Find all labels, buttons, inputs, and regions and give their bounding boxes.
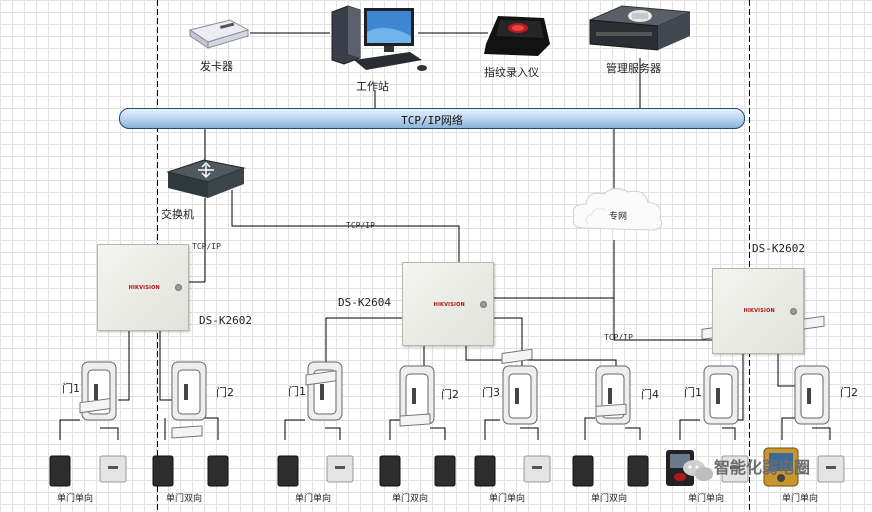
door-mode-7: 单门单向 [688,494,725,504]
link-cloud-controller3 [613,240,712,341]
door-label-2: 门2 [216,386,234,399]
controller-model-2: DS-K2604 [338,296,391,309]
access-controller-1: HIKVISION [97,244,189,331]
link-label-center: TCP/IP [346,221,375,230]
door-label-5: 门3 [482,386,500,399]
card-readers [49,455,649,487]
switch-label: 交换机 [161,208,194,221]
management-server-icon [589,5,691,51]
door-label-6: 门4 [641,388,659,401]
controller-led-3 [790,307,797,315]
controller-led-1 [175,284,182,292]
door-label-3: 门1 [288,385,306,398]
fingerprint-enroller-label: 指纹录入仪 [484,66,539,79]
door-mode-6: 单门双向 [591,494,628,504]
card-issuer-icon [188,19,250,49]
management-server-label: 管理服务器 [606,62,661,75]
door-label-1: 门1 [62,382,80,395]
link-switch-controller2 [231,190,460,262]
link-label-left: TCP/IP [192,242,221,251]
tcpip-network-bus: TCP/IP网络 [119,108,745,129]
door-mode-2: 单门双向 [166,494,203,504]
card-issuer-label: 发卡器 [200,60,233,73]
watermark-text: 智能化弱电圈 [714,458,811,477]
door-label-4: 门2 [441,388,459,401]
exit-button-keys [108,466,836,469]
door-mode-8: 单门单向 [782,494,819,504]
access-controller-3: HIKVISION [712,268,804,354]
door-mode-3: 单门单向 [295,494,332,504]
door-mode-4: 单门双向 [392,494,429,504]
door-mode-1: 单门单向 [57,494,94,504]
workstation-icon [331,5,427,71]
controller-brand-2: HIKVISION [433,301,465,308]
door-mode-5: 单门单向 [489,494,526,504]
controller-model-1: DS-K2602 [199,314,252,327]
door-label-7: 门1 [684,386,702,399]
network-switch-icon [166,159,246,198]
controller-brand-1: HIKVISION [128,284,160,291]
network-bus-label: TCP/IP网络 [401,114,463,127]
workstation-label: 工作站 [356,80,389,93]
fingerprint-enroller-icon [484,16,550,56]
door-label-8: 门2 [840,386,858,399]
controller-led-2 [480,300,487,308]
controller-model-3: DS-K2602 [752,242,805,255]
private-network-cloud-icon [572,188,663,231]
electric-locks [79,315,825,439]
private-network-label: 专网 [609,212,628,222]
access-controller-2: HIKVISION [402,262,494,346]
link-label-right: TCP/IP [604,333,633,342]
door-wiring [59,417,831,440]
wechat-logo-icon [683,460,713,481]
controller-brand-3: HIKVISION [743,308,775,315]
video-intercom-icon [763,447,799,487]
